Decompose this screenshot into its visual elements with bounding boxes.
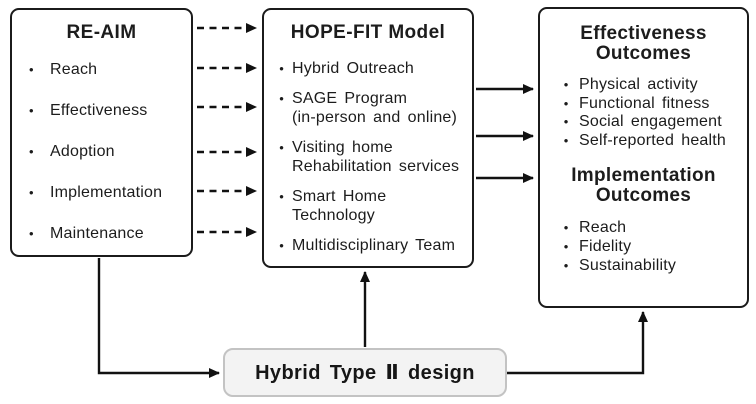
list-item-label: Reach	[50, 61, 98, 78]
bullet-icon: •	[563, 258, 569, 273]
list-item-label: Effectiveness	[50, 102, 148, 119]
list-item: • Sustainability	[553, 256, 747, 275]
list-item: • Effectiveness	[27, 90, 191, 131]
bullet-icon: •	[563, 114, 569, 129]
list-item: • Adoption	[27, 131, 191, 172]
bullet-icon: •	[279, 238, 284, 253]
list-item-label: Visiting home Rehabilitation services	[292, 139, 460, 175]
list-item-label: Implementation	[50, 184, 163, 201]
bullet-icon: •	[563, 239, 569, 254]
list-item-label: SAGE Program (in-person and online)	[292, 90, 458, 126]
effectiveness-outcomes-list: • Physical activity • Functional fitness •…	[540, 76, 747, 150]
hybrid-design-label: Hybrid Type Ⅱ design	[255, 362, 475, 384]
list-item-label: Sustainability	[579, 257, 677, 274]
list-item-label: Self-reported health	[579, 131, 727, 149]
hope-fit-title: HOPE-FIT Model	[290, 22, 446, 43]
list-item-label: Maintenance	[50, 225, 144, 242]
list-item: • Hybrid Outreach	[271, 59, 472, 78]
box-outcomes: Effectiveness Outcomes • Physical activit…	[538, 7, 749, 308]
bullet-icon: •	[279, 61, 284, 76]
list-item-label: Social engagement	[579, 113, 722, 130]
list-item-label: Fidelity	[579, 238, 632, 255]
list-item: • Reach	[553, 218, 747, 237]
list-item: • Self-reported health	[553, 132, 747, 151]
list-item: • Implementation	[27, 172, 191, 213]
list-item: • Maintenance	[27, 213, 191, 254]
list-item: • Fidelity	[553, 237, 747, 256]
box-hybrid-type-2-design: Hybrid Type Ⅱ design	[223, 348, 507, 397]
list-item: • Physical activity	[553, 76, 747, 95]
bullet-icon: •	[29, 103, 34, 118]
list-item: • Multidisciplinary Team	[271, 236, 472, 255]
connector-reaim-to-design	[97, 258, 220, 378]
bullet-icon: •	[29, 226, 34, 241]
effectiveness-outcomes-section: Effectiveness Outcomes • Physical activit…	[540, 24, 747, 150]
bullet-icon: •	[563, 220, 569, 235]
box-re-aim: RE-AIM • Reach • Effectiveness • Adoption •…	[10, 8, 193, 257]
list-item-label: Functional fitness	[579, 94, 710, 112]
connector-design-to-outcomes	[507, 311, 648, 375]
list-item-label: Multidisciplinary Team	[292, 237, 456, 254]
bullet-icon: •	[563, 77, 569, 92]
hope-fit-list: • Hybrid Outreach • SAGE Program (in-perso…	[264, 59, 472, 255]
bullet-icon: •	[279, 189, 284, 204]
list-item-label: Smart Home Technology	[292, 188, 387, 224]
list-item: • Social engagement	[553, 113, 747, 132]
list-item-label: Physical activity	[579, 76, 698, 93]
bullet-icon: •	[29, 62, 34, 77]
bullet-icon: •	[563, 132, 569, 148]
implementation-outcomes-list: • Reach • Fidelity • Sustainability	[540, 218, 747, 275]
bullet-icon: •	[29, 185, 34, 200]
list-item-label: Reach	[579, 219, 627, 236]
implementation-outcomes-title: Implementation Outcomes	[571, 165, 716, 206]
re-aim-list: • Reach • Effectiveness • Adoption • Impleme…	[12, 49, 191, 254]
bullet-icon: •	[279, 140, 284, 155]
implementation-outcomes-section: Implementation Outcomes • Reach • Fidelity…	[540, 166, 747, 275]
box-hope-fit-model: HOPE-FIT Model • Hybrid Outreach • SAGE Pr…	[262, 8, 474, 268]
list-item: • SAGE Program (in-person and online)	[271, 89, 472, 127]
list-item: • Visiting home Rehabilitation services	[271, 138, 472, 176]
re-aim-title: RE-AIM	[66, 22, 137, 43]
effectiveness-outcomes-title: Effectiveness Outcomes	[580, 23, 707, 64]
list-item: • Smart Home Technology	[271, 187, 472, 225]
bullet-icon: •	[279, 91, 284, 106]
list-item-label: Hybrid Outreach	[292, 60, 414, 77]
list-item-label: Adoption	[50, 143, 115, 160]
bullet-icon: •	[563, 95, 569, 111]
list-item: • Reach	[27, 49, 191, 90]
bullet-icon: •	[29, 144, 34, 159]
list-item: • Functional fitness	[553, 95, 747, 114]
